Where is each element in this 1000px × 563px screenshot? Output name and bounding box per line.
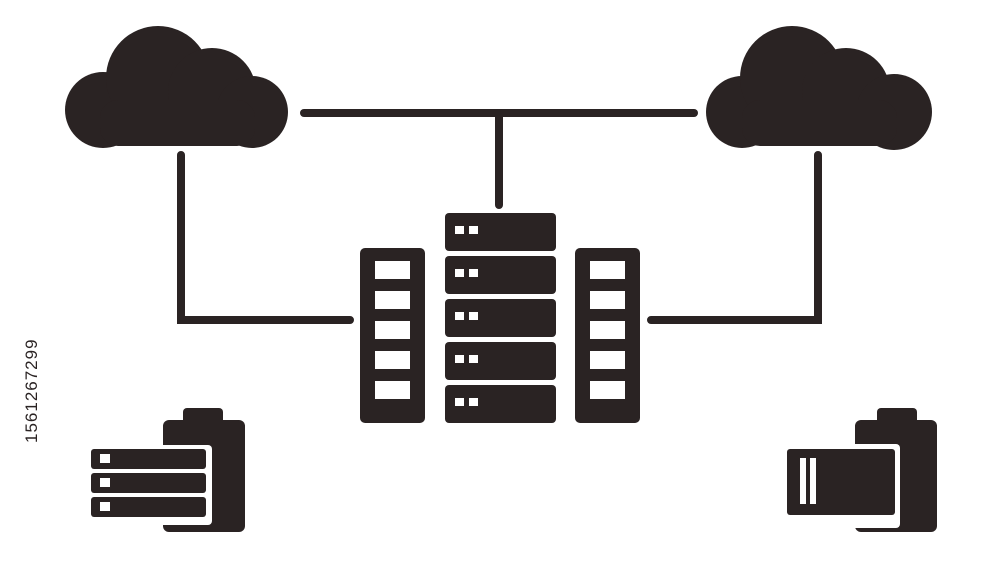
cloud-icon bbox=[706, 26, 932, 150]
server-tower-icon bbox=[360, 248, 425, 423]
server-rack-icon bbox=[445, 213, 556, 423]
connector-right-cloud-to-tower bbox=[647, 151, 822, 324]
connectors bbox=[177, 109, 822, 324]
connector-left-cloud-to-tower bbox=[177, 151, 354, 324]
server-tower-icon bbox=[575, 248, 640, 423]
drive-folder-icon bbox=[782, 408, 937, 532]
cloud-icon bbox=[65, 26, 288, 148]
stock-id-watermark: 1561267299 bbox=[22, 338, 41, 443]
server-folder-icon bbox=[86, 408, 245, 532]
